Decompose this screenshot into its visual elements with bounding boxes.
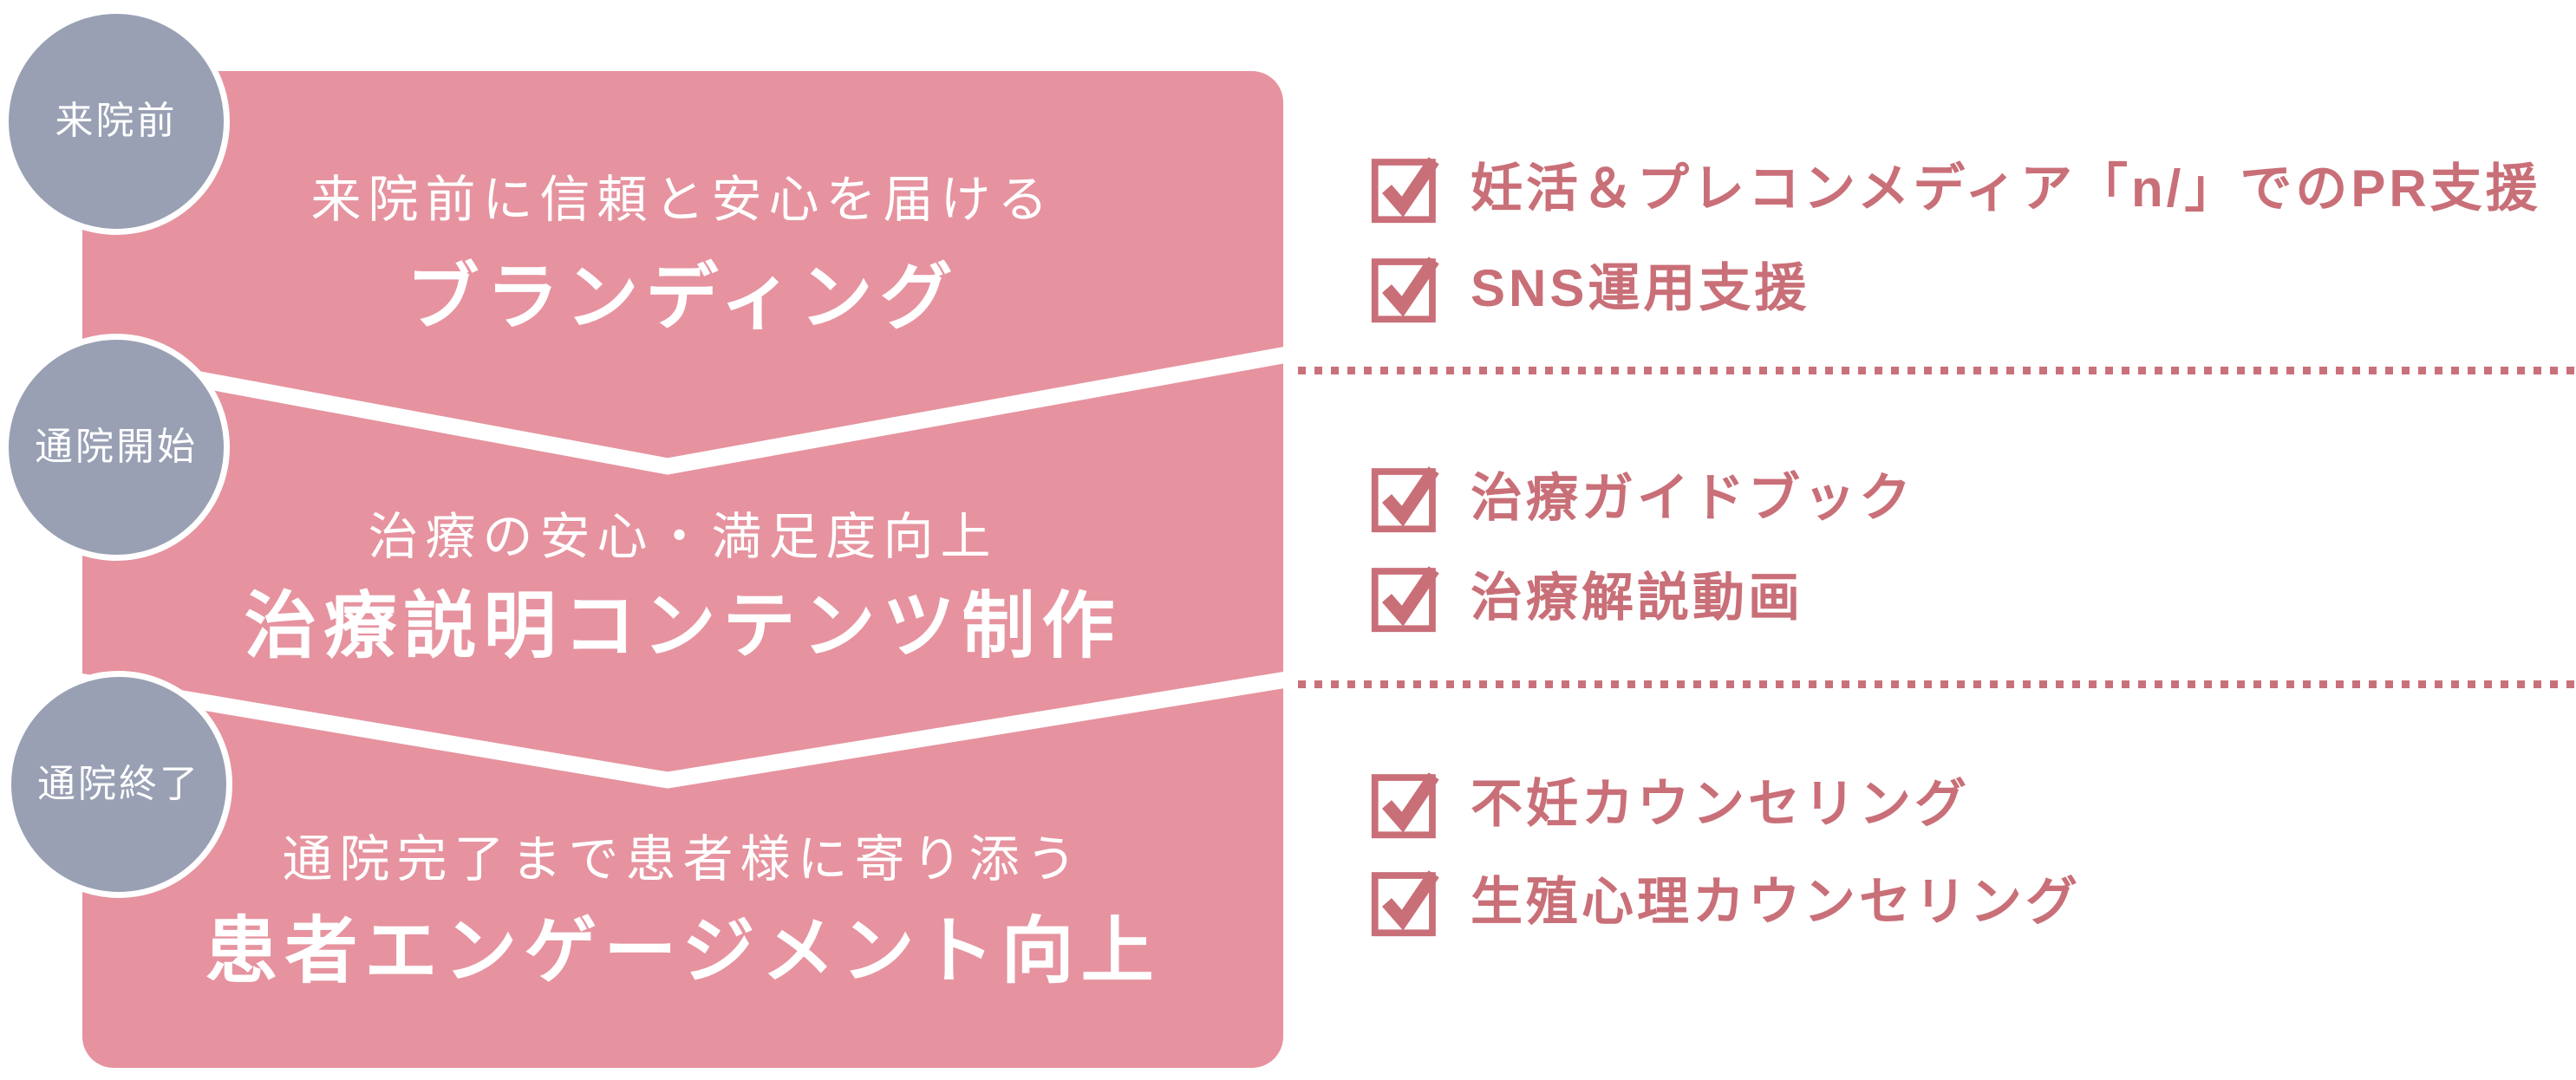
service-item: 妊活＆プレコンメディア「n/」でのPR支援	[1368, 152, 2541, 226]
service-item: SNS運用支援	[1368, 251, 1810, 326]
checked-checkbox-icon	[1371, 566, 1439, 633]
chevron-divider-2	[82, 672, 1283, 789]
service-item-label: 不妊カウンセリング	[1471, 775, 1970, 833]
checked-checkbox-icon	[1371, 466, 1439, 533]
dotted-separator-1	[1298, 367, 2576, 374]
stage1-circle-label: 来院前	[55, 100, 178, 142]
stage1-title: ブランディング	[406, 257, 960, 338]
service-item: 治療ガイドブック	[1368, 461, 1914, 536]
stage2-circle: 通院開始	[3, 334, 230, 561]
stage3-subtitle: 通院完了まで患者様に寄り添う	[282, 831, 1084, 888]
service-item-label: SNS運用支援	[1471, 259, 1810, 317]
stage3-title: 患者エンゲージメント向上	[205, 910, 1161, 992]
checked-checkbox-icon	[1371, 772, 1439, 839]
stage2-subtitle: 治療の安心・満足度向上	[368, 509, 998, 565]
checked-checkbox-icon	[1371, 257, 1439, 323]
service-item-label: 治療ガイドブック	[1471, 469, 1914, 527]
checked-checkbox-icon	[1371, 870, 1439, 937]
chevron-divider-lines	[82, 347, 1283, 789]
stage1-subtitle: 来院前に信頼と安心を届ける	[310, 172, 1055, 228]
service-item: 不妊カウンセリング	[1368, 767, 1970, 842]
dotted-separator-2	[1298, 680, 2576, 688]
stage3-circle-label: 通院終了	[37, 763, 200, 805]
stage3-circle: 通院終了	[5, 671, 232, 898]
chevron-divider-1	[82, 347, 1283, 475]
stage1-circle: 来院前	[3, 8, 230, 235]
service-item-label: 生殖心理カウンセリング	[1471, 873, 2081, 931]
service-item: 治療解説動画	[1368, 561, 1803, 635]
service-item-label: 妊活＆プレコンメディア「n/」でのPR支援	[1471, 159, 2541, 218]
service-item-label: 治療解説動画	[1471, 569, 1803, 627]
stage2-title: 治療説明コンテンツ制作	[244, 585, 1122, 667]
service-item: 生殖心理カウンセリング	[1368, 865, 2081, 940]
checked-checkbox-icon	[1371, 157, 1439, 224]
stage2-circle-label: 通院開始	[35, 426, 198, 468]
journey-flow-block: 来院前に信頼と安心を届ける ブランディング 治療の安心・満足度向上 治療説明コン…	[82, 71, 1283, 1068]
